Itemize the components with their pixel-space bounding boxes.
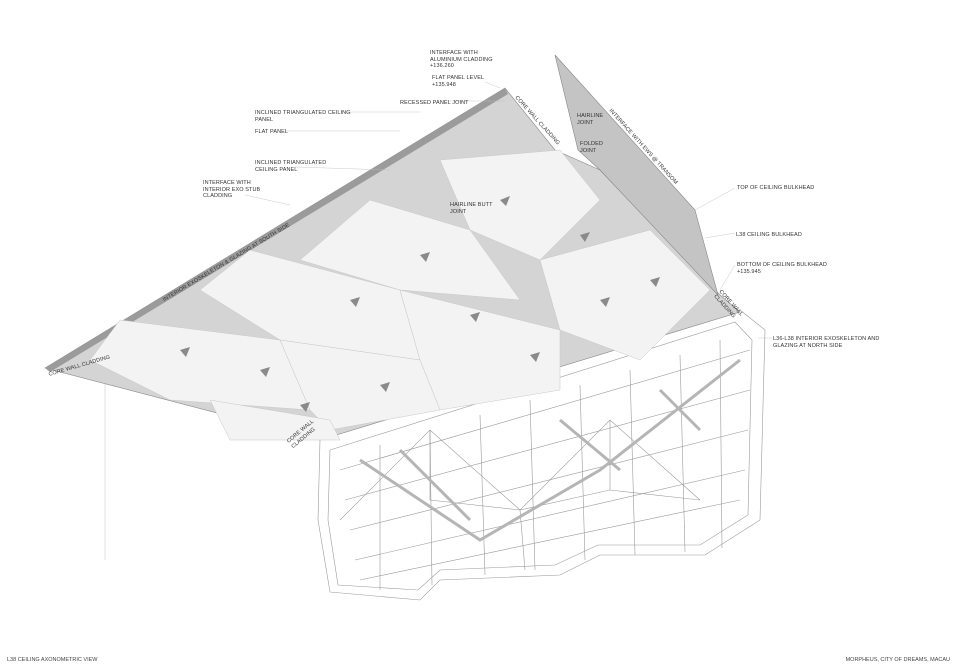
exoskeleton-wireframe bbox=[104, 309, 766, 601]
label-north-side: L36-L38 interior exoskeleton and glazing… bbox=[773, 336, 880, 349]
label-flat-panel: Flat panel bbox=[255, 129, 289, 135]
label-interface-exo-stub: Interface with interior exo stub claddin… bbox=[203, 180, 261, 199]
leader-lines bbox=[244, 81, 772, 339]
label-hairline-butt-joint: Hairline butt joint bbox=[450, 202, 493, 215]
project-name: Morpheus, City of Dreams, Macau bbox=[845, 657, 950, 663]
label-inclined-panel-2: Inclined triangulated ceiling panel bbox=[255, 160, 327, 173]
drawing-title: L38 ceiling axonometric view bbox=[7, 657, 98, 663]
label-l38-bulkhead: L38 ceiling bulkhead bbox=[736, 232, 802, 238]
label-hairline-joint: Hairline joint bbox=[577, 113, 604, 126]
ceiling-panels bbox=[44, 54, 741, 441]
label-folded-joint: Folded joint bbox=[580, 141, 603, 154]
label-bottom-bulkhead: Bottom of ceiling bulkhead +135.945 bbox=[737, 262, 827, 275]
label-inclined-panel-1: Inclined triangulated ceiling panel bbox=[255, 110, 351, 123]
label-interface-aluminium: Interface with aluminium cladding +136.2… bbox=[430, 50, 493, 69]
label-flat-panel-level: Flat panel level +135.948 bbox=[432, 75, 485, 88]
label-top-bulkhead: Top of ceiling bulkhead bbox=[737, 185, 815, 191]
label-recessed-panel-joint: Recessed panel joint bbox=[400, 100, 469, 106]
